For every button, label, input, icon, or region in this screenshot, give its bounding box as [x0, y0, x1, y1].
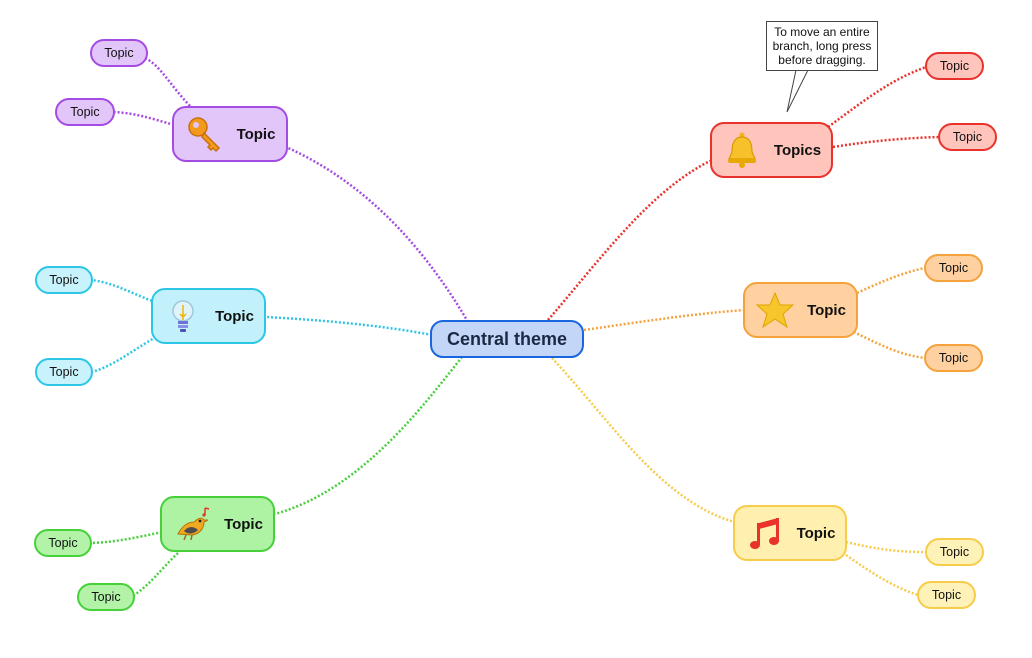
subtopic-node-star-1[interactable]: Topic [924, 254, 983, 282]
link-bird-sub1 [91, 530, 163, 545]
link-bird-sub2 [133, 552, 179, 597]
topic-node-key-label: Topic [236, 125, 276, 143]
topic-node-bulb-label: Topic [215, 307, 254, 325]
subtopic-node-music-2[interactable]: Topic [917, 581, 976, 609]
subtopic-node-star-2[interactable]: Topic [924, 344, 983, 372]
topic-node-bell-label: Topics [773, 141, 822, 159]
link-key-sub2 [112, 110, 175, 127]
link-central-key [285, 145, 470, 323]
link-music-sub1 [845, 540, 927, 554]
topic-node-music-label: Topic [796, 524, 836, 542]
subtopic-node-key-1[interactable]: Topic [90, 39, 148, 67]
drag-hint-tooltip: To move an entire branch, long press bef… [766, 21, 878, 71]
subtopic-node-bulb-2[interactable]: Topic [35, 358, 93, 386]
link-bulb-sub1 [90, 278, 153, 303]
music-note-icon [745, 513, 785, 553]
topic-node-star[interactable]: Topic [743, 282, 858, 338]
subtopic-node-bird-1[interactable]: Topic [34, 529, 92, 557]
lightbulb-icon [163, 296, 203, 336]
subtopic-node-bell-2[interactable]: Topic [938, 123, 997, 151]
topic-node-bird-label: Topic [224, 515, 263, 533]
topic-node-star-label: Topic [807, 301, 846, 319]
link-star-sub2 [849, 328, 926, 360]
bell-icon [722, 130, 762, 170]
topic-node-key[interactable]: Topic [172, 106, 288, 162]
link-central-star [583, 308, 745, 332]
topic-node-bird[interactable]: Topic [160, 496, 275, 552]
link-music-sub2 [845, 553, 919, 597]
star-icon [755, 290, 795, 330]
topic-node-bulb[interactable]: Topic [151, 288, 266, 344]
topic-node-music[interactable]: Topic [733, 505, 847, 561]
subtopic-node-music-1[interactable]: Topic [925, 538, 984, 566]
songbird-icon [172, 504, 212, 544]
link-star-sub1 [856, 266, 926, 295]
key-icon [185, 114, 225, 154]
central-theme-node[interactable]: Central theme [430, 320, 584, 358]
topic-node-bell[interactable]: Topics [710, 122, 833, 178]
subtopic-node-bell-1[interactable]: Topic [925, 52, 984, 80]
subtopic-node-key-2[interactable]: Topic [55, 98, 115, 126]
link-key-sub1 [144, 56, 191, 107]
link-central-bell [547, 158, 713, 321]
link-bulb-sub2 [90, 335, 157, 374]
link-bell-sub1 [827, 65, 927, 129]
subtopic-node-bird-2[interactable]: Topic [77, 583, 135, 611]
subtopic-node-bulb-1[interactable]: Topic [35, 266, 93, 294]
link-central-music [551, 357, 735, 524]
